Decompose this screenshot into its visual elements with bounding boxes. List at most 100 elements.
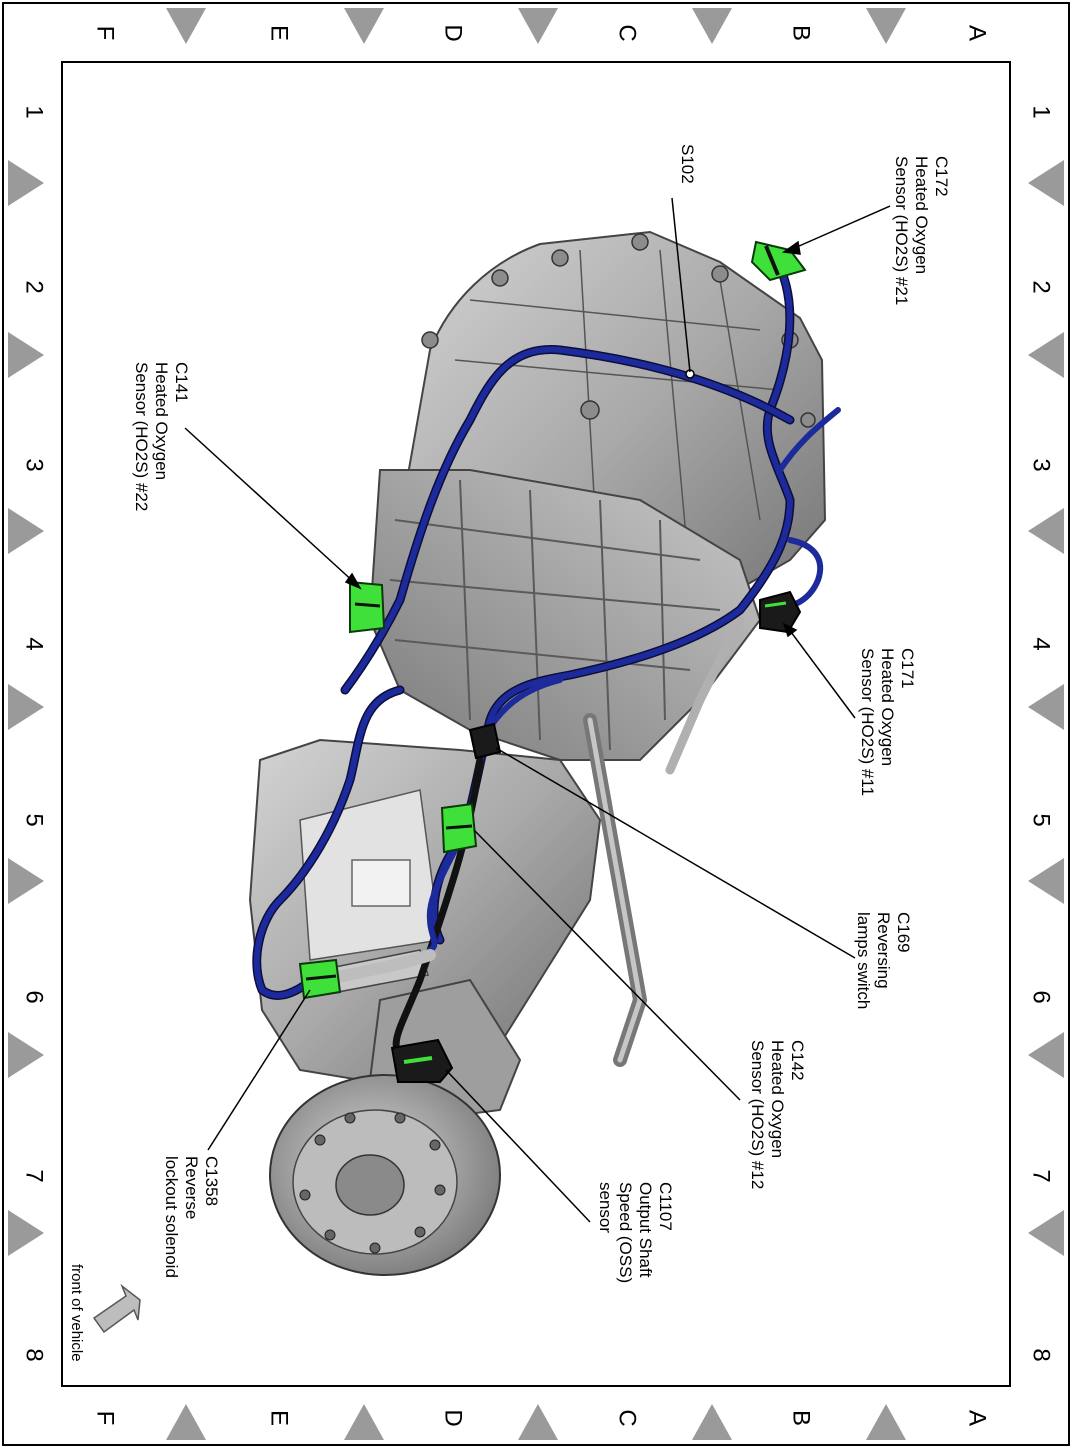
left-marker	[8, 684, 44, 730]
callout-line: lockout solenoid	[162, 1156, 181, 1278]
flange-bolts	[299, 1112, 446, 1254]
harness-right-exit	[777, 407, 841, 473]
callout-line: Speed (OSS)	[616, 1182, 635, 1283]
callout-line: Sensor (HO2S) #22	[132, 362, 151, 511]
callout-line: Heated Oxygen	[878, 648, 897, 766]
callout-line: C169	[894, 912, 913, 953]
top-marker	[866, 8, 906, 44]
column-label: 4	[1028, 637, 1055, 650]
column-label: 2	[21, 280, 48, 293]
row-label: C	[614, 24, 641, 41]
callout-c171: C171 Heated Oxygen Sensor (HO2S) #11	[858, 648, 917, 796]
column-label: 7	[21, 1169, 48, 1182]
cooler-line	[665, 615, 745, 775]
case-ribs	[389, 479, 721, 751]
front-arrow-icon	[92, 1283, 141, 1334]
callout-line: C1358	[202, 1156, 221, 1206]
column-label: 8	[1028, 1348, 1055, 1361]
column-label: 1	[1028, 105, 1055, 118]
callout-c172: C172 Heated Oxygen Sensor (HO2S) #21	[892, 156, 951, 305]
connector-c169[interactable]	[468, 722, 502, 760]
column-labels-right: 1 2 3 4 5 6 7 8	[1028, 105, 1055, 1361]
bottom-marker	[344, 1404, 384, 1440]
harness-c142-branch	[426, 847, 458, 953]
callout-line: C172	[932, 156, 951, 197]
row-labels-bottom: A B C D E F	[92, 1409, 991, 1426]
leader-lines	[184, 197, 891, 1223]
column-label: 5	[1028, 813, 1055, 826]
connector-c142[interactable]	[440, 802, 478, 854]
leader-c141	[184, 427, 357, 585]
callout-c1358: C1358 Reverse lockout solenoid	[162, 1156, 221, 1278]
border-markers	[8, 8, 1064, 1440]
row-label: E	[266, 25, 293, 41]
right-marker	[1028, 1210, 1064, 1256]
right-marker	[1028, 160, 1064, 206]
column-label: 3	[21, 458, 48, 471]
main-case	[368, 469, 762, 761]
connector-c1107[interactable]	[390, 1038, 454, 1083]
callout-line: C142	[788, 1040, 807, 1081]
connectors	[298, 240, 807, 1083]
row-label: D	[440, 24, 467, 41]
column-labels-left: 1 2 3 4 5 6 7 8	[21, 105, 48, 1361]
connector-c141[interactable]	[349, 580, 386, 634]
column-label: 6	[21, 990, 48, 1003]
row-label: A	[964, 25, 991, 41]
connector-c172[interactable]	[750, 240, 807, 282]
left-marker	[8, 858, 44, 904]
callout-line: Sensor (HO2S) #11	[858, 648, 877, 796]
connector-c1358[interactable]	[298, 958, 342, 1000]
top-marker	[518, 8, 558, 44]
right-marker	[1028, 858, 1064, 904]
callout-line: sensor	[596, 1182, 615, 1233]
column-label: 2	[1028, 280, 1055, 293]
top-marker	[344, 8, 384, 44]
callout-line: C171	[898, 648, 917, 689]
label-plate	[351, 859, 411, 907]
leader-c171	[787, 627, 856, 719]
row-label: C	[614, 1409, 641, 1426]
harness-lower-color	[253, 687, 403, 999]
top-marker	[692, 8, 732, 44]
leader-c1107	[445, 1069, 591, 1223]
arrowhead-c141	[344, 572, 362, 590]
callout-s102: S102	[678, 144, 697, 184]
left-marker	[8, 332, 44, 378]
leader-c169	[495, 747, 856, 959]
callout-c141: C141 Heated Oxygen Sensor (HO2S) #22	[132, 362, 191, 511]
column-label: 3	[1028, 458, 1055, 471]
left-marker	[8, 508, 44, 554]
callout-c142: C142 Heated Oxygen Sensor (HO2S) #12	[748, 1040, 807, 1189]
callout-line: lamps switch	[854, 912, 873, 1009]
bottom-marker	[692, 1404, 732, 1440]
row-label: A	[964, 1410, 991, 1426]
callout-line: Heated Oxygen	[768, 1040, 787, 1158]
row-labels-top: A B C D E F	[92, 24, 991, 41]
callout-line: Heated Oxygen	[912, 156, 931, 274]
leader-s102	[671, 197, 691, 373]
callout-c1107: C1107 Output Shaft Speed (OSS) sensor	[596, 1182, 675, 1283]
callout-line: C1107	[656, 1182, 675, 1231]
arrowhead-c171	[782, 622, 798, 638]
right-marker	[1028, 508, 1064, 554]
right-marker	[1028, 332, 1064, 378]
column-label: 6	[1028, 990, 1055, 1003]
bottom-marker	[166, 1404, 206, 1440]
column-label: 1	[21, 105, 48, 118]
connector-c171[interactable]	[759, 590, 802, 634]
column-label: 4	[21, 637, 48, 650]
right-marker	[1028, 1032, 1064, 1078]
bottom-marker	[518, 1404, 558, 1440]
callout-c169: C169 Reversing lamps switch	[854, 912, 913, 1009]
row-label: F	[92, 1411, 119, 1426]
left-marker	[8, 160, 44, 206]
row-label: B	[788, 1410, 815, 1426]
transmission-assembly	[248, 230, 827, 1276]
housing-bolts	[421, 233, 816, 428]
right-marker	[1028, 684, 1064, 730]
leader-c142	[473, 829, 741, 1101]
front-of-vehicle-indicator: front of vehicle	[68, 1264, 141, 1362]
